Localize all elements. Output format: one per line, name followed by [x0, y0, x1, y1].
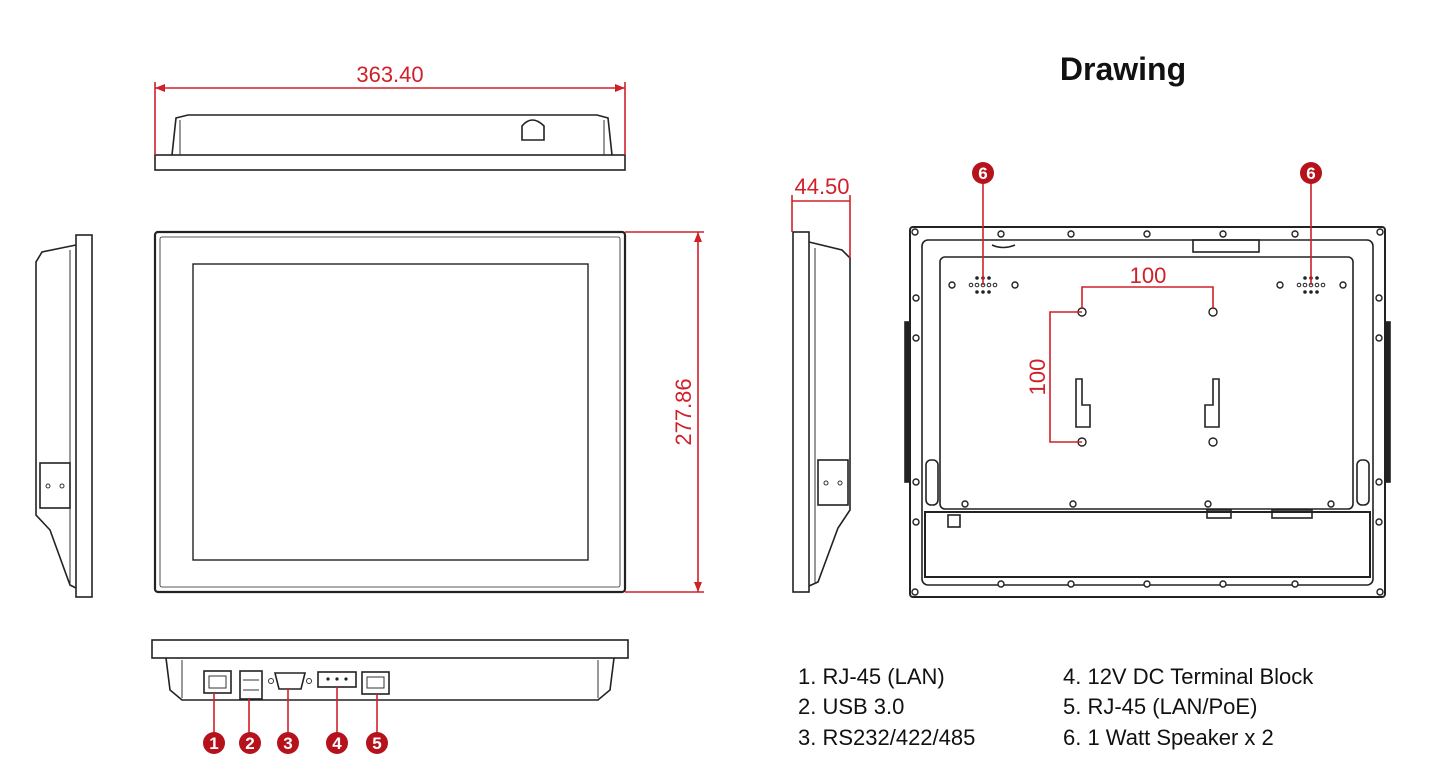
port-serial: [273, 672, 307, 690]
legend-item: 2. USB 3.0: [798, 694, 904, 719]
port-legend: 1. RJ-45 (LAN) 2. USB 3.0 3. RS232/422/4…: [798, 664, 1314, 750]
left-side-view: [35, 234, 93, 598]
callout-6-left: [972, 162, 994, 184]
hook-slot-left: [1075, 378, 1091, 428]
port-callouts: 1 2 3 4 5: [203, 687, 388, 754]
callout-3: 3: [283, 734, 292, 753]
port-usb: [239, 670, 263, 700]
bottom-view: [151, 639, 629, 701]
callout-2: 2: [245, 734, 254, 753]
screws: [911, 228, 1384, 596]
port-rj45-lan: [203, 670, 232, 694]
callout-4: 4: [332, 734, 342, 753]
vesa-vertical-label: 100: [1025, 359, 1050, 396]
height-label: 277.86: [671, 378, 696, 445]
callout-6-right: [1300, 162, 1322, 184]
speaker-grille-right: [1296, 276, 1326, 294]
vesa-holes: [1077, 307, 1218, 447]
hook-slot-right: [1204, 378, 1220, 428]
svg-text:6: 6: [1306, 164, 1315, 183]
depth-dimension: 44.50: [791, 174, 851, 258]
legend-item: 4. 12V DC Terminal Block: [1063, 664, 1314, 689]
top-view: [154, 114, 626, 171]
speaker-callouts: 6 6: [972, 162, 1322, 285]
legend-item: 6. 1 Watt Speaker x 2: [1063, 725, 1274, 750]
vesa-dimensions: 100 100: [1025, 263, 1214, 443]
width-label: 363.40: [356, 62, 423, 87]
drawing-title: Drawing: [1060, 51, 1186, 87]
back-view: [904, 226, 1391, 598]
width-dimension: 363.40: [154, 62, 626, 155]
speaker-grille-left: [968, 276, 998, 294]
depth-label: 44.50: [794, 174, 849, 199]
legend-item: 1. RJ-45 (LAN): [798, 664, 945, 689]
legend-item: 5. RJ-45 (LAN/PoE): [1063, 694, 1257, 719]
callout-1: 1: [209, 734, 218, 753]
port-rj45-poe: [361, 671, 390, 695]
svg-text:6: 6: [978, 164, 987, 183]
vesa-horizontal-label: 100: [1130, 263, 1167, 288]
legend-item: 3. RS232/422/485: [798, 725, 975, 750]
callout-5: 5: [372, 734, 381, 753]
height-dimension: 277.86: [625, 231, 704, 593]
right-side-view: [792, 231, 851, 593]
front-view: [153, 230, 627, 594]
